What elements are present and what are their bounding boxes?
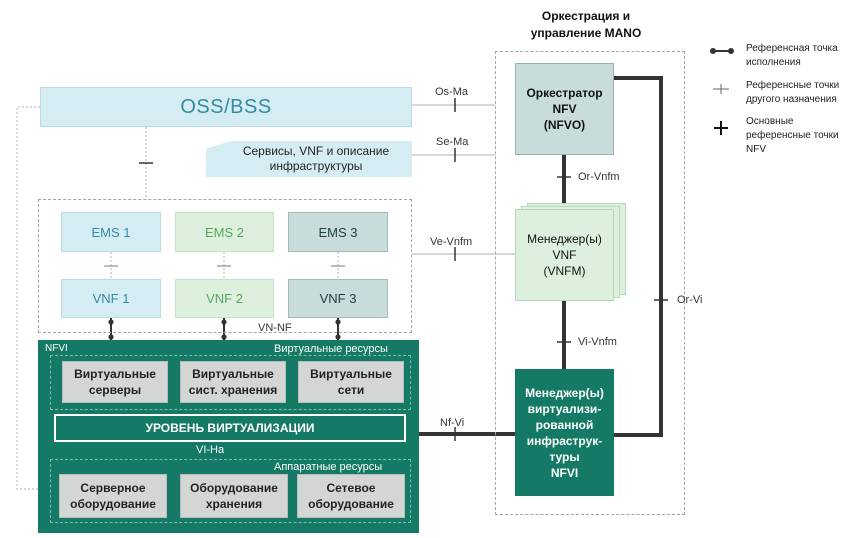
legend-dot-left bbox=[710, 48, 716, 54]
or-vi-label: Or-Vi bbox=[677, 294, 703, 306]
os-ma-label: Os-Ma bbox=[435, 86, 468, 98]
vnf-3-box: VNF 3 bbox=[288, 279, 388, 318]
vnf1-dot-top bbox=[108, 319, 114, 325]
se-ma-label: Se-Ma bbox=[436, 136, 469, 148]
vi-ha-label: VI-Ha bbox=[196, 444, 225, 456]
nf-vi-label: Nf-Vi bbox=[440, 417, 465, 429]
ems-1-box: EMS 1 bbox=[61, 212, 161, 252]
vi-vnfm-label: Vi-Vnfm bbox=[578, 336, 617, 348]
vnf1-dot-bottom bbox=[108, 334, 114, 340]
ems-3-box: EMS 3 bbox=[288, 212, 388, 252]
virtualization-layer: УРОВЕНЬ ВИРТУАЛИЗАЦИИ bbox=[54, 414, 406, 442]
ems-2-box: EMS 2 bbox=[175, 212, 274, 252]
vnf2-dot-top bbox=[221, 319, 227, 325]
vnf-1-box: VNF 1 bbox=[61, 279, 161, 318]
mano-zone bbox=[495, 51, 685, 515]
hardware-resources-zone bbox=[50, 459, 411, 523]
vn-nf-label: VN-NF bbox=[258, 322, 292, 334]
oss-bss-label: OSS/BSS bbox=[180, 95, 272, 118]
virtual-resources-zone bbox=[50, 355, 411, 410]
nfvi-title: NFVI bbox=[45, 343, 68, 354]
vnfm-box: Менеджер(ы)VNF(VNFM) bbox=[515, 209, 614, 301]
oss-bss-box: OSS/BSS bbox=[40, 87, 412, 127]
vim-box: Менеджер(ы) виртуализи- рованной инфраст… bbox=[515, 369, 614, 496]
ve-vnfm-label: Ve-Vnfm bbox=[430, 236, 473, 248]
hardware-resources-title: Аппаратные ресурсы bbox=[274, 461, 383, 473]
vnf2-dot-bottom bbox=[221, 334, 227, 340]
vnf3-dot-top bbox=[335, 319, 341, 325]
or-vi-line bbox=[614, 76, 663, 437]
vnf-zone bbox=[38, 199, 412, 333]
virtual-resources-title: Виртуальные ресурсы bbox=[274, 343, 388, 355]
or-vnfm-label: Or-Vnfm bbox=[578, 171, 620, 183]
vnf3-dot-bottom bbox=[335, 334, 341, 340]
legend-dot-right bbox=[728, 48, 734, 54]
vnf-2-box: VNF 2 bbox=[175, 279, 274, 318]
oss-nfvi-link bbox=[16, 106, 40, 490]
